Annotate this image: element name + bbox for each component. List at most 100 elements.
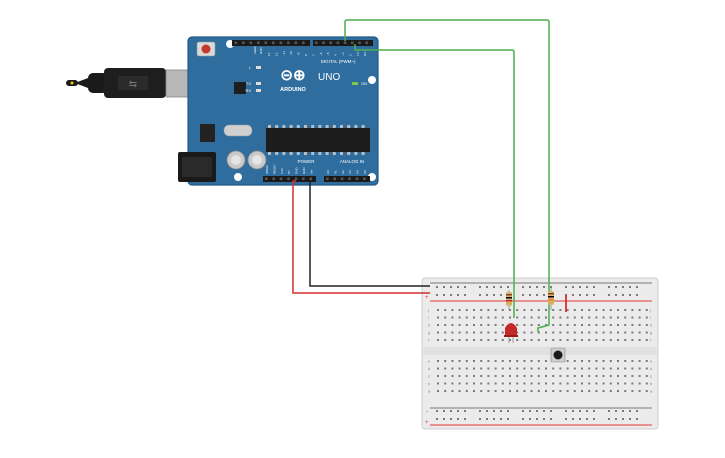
rail-hole <box>522 286 524 288</box>
rail-hole <box>593 286 595 288</box>
terminal-hole <box>523 382 526 385</box>
terminal-hole <box>638 390 641 392</box>
terminal-hole <box>465 339 468 341</box>
rail-hole <box>486 286 488 288</box>
terminal-hole <box>559 375 562 377</box>
terminal-hole <box>437 375 439 377</box>
terminal-hole <box>645 331 648 334</box>
terminal-hole <box>581 339 583 341</box>
rail-hole <box>450 410 452 412</box>
terminal-hole <box>602 324 605 326</box>
rail-hole <box>500 418 502 420</box>
on-led-label: ON <box>361 81 367 86</box>
analog-header[interactable] <box>324 176 370 182</box>
rail-hole <box>479 294 481 296</box>
terminal-hole <box>638 331 641 334</box>
rail-hole <box>486 418 488 420</box>
power-header-holes <box>265 177 366 181</box>
power-pin-label: GND <box>302 167 306 175</box>
terminal-hole <box>516 316 519 319</box>
resistor-button[interactable] <box>548 288 554 310</box>
terminal-hole <box>552 382 555 385</box>
resistor-led[interactable] <box>506 290 512 310</box>
usb-cable[interactable]: ⇆ <box>66 68 193 98</box>
arduino-uno-board[interactable]: L TX RX ⊝⊕ ARDUINO UNO ON DIGITAL (PWM~)… <box>178 36 379 186</box>
terminal-hole <box>451 324 454 326</box>
terminal-hole <box>473 309 475 311</box>
resistor-band <box>548 302 554 304</box>
rail-hole <box>629 410 631 412</box>
terminal-hole <box>631 367 634 370</box>
analog-pin-label: A1 <box>333 170 337 174</box>
rail-hole <box>572 418 574 420</box>
terminal-hole <box>617 390 619 392</box>
terminal-hole <box>545 367 547 370</box>
red-led[interactable] <box>504 323 518 343</box>
rail-hole <box>536 286 538 288</box>
terminal-hole <box>465 382 468 385</box>
terminal-hole <box>444 309 447 311</box>
terminal-hole <box>530 375 533 377</box>
terminal-hole <box>631 324 634 326</box>
terminal-hole <box>523 324 526 326</box>
terminal-hole <box>573 360 576 362</box>
rx-led-label: RX <box>245 88 251 93</box>
chip-pin <box>275 125 279 128</box>
terminal-hole <box>480 309 483 311</box>
crystal-oscillator <box>223 124 253 137</box>
terminal-hole <box>458 382 461 385</box>
rail-hole <box>436 418 438 420</box>
rail-hole <box>457 286 459 288</box>
rail-hole <box>457 410 459 412</box>
terminal-hole <box>523 309 526 311</box>
rail-hole <box>450 294 452 296</box>
digital-header-left[interactable] <box>232 40 310 46</box>
digital-pin-label: 12 <box>274 52 278 56</box>
push-button[interactable] <box>550 347 566 363</box>
wire-gnd-black[interactable] <box>309 181 430 287</box>
terminal-hole <box>487 324 490 326</box>
rail-hole <box>536 418 538 420</box>
terminal-hole <box>451 360 454 362</box>
gnd-pin-label: GND <box>259 47 263 55</box>
terminal-hole <box>473 339 475 341</box>
terminal-hole <box>559 331 562 334</box>
rail-hole <box>572 294 574 296</box>
wire-green-led[interactable] <box>354 44 515 318</box>
terminal-hole <box>595 331 598 334</box>
terminal-hole <box>480 390 483 392</box>
rail-hole <box>443 418 445 420</box>
terminal-hole <box>494 367 497 370</box>
terminal-hole <box>559 339 562 341</box>
wire-green-button[interactable] <box>344 19 550 332</box>
terminal-hole <box>437 331 439 334</box>
terminal-hole <box>602 316 605 319</box>
terminal-hole <box>566 331 569 334</box>
terminal-hole <box>473 390 475 392</box>
resistor-band <box>506 303 512 305</box>
chip-pin <box>311 152 315 155</box>
terminal-hole <box>545 360 547 362</box>
digital-pin-label: 7 <box>311 54 315 56</box>
terminal-hole <box>566 339 569 341</box>
terminal-hole <box>530 316 533 319</box>
rail-hole <box>493 410 495 412</box>
rail-hole <box>479 286 481 288</box>
rail-hole <box>572 286 574 288</box>
row-letter: c <box>650 374 652 379</box>
usb-cable-strain-relief <box>75 78 88 88</box>
digital-header-right[interactable] <box>313 40 373 46</box>
reset-button[interactable] <box>201 44 211 54</box>
terminal-hole <box>451 367 454 370</box>
rail-hole <box>500 286 502 288</box>
digital-pin-label: ~6 <box>319 52 323 56</box>
header-hole <box>302 177 305 181</box>
terminal-hole <box>465 324 468 326</box>
wire-5v-red[interactable] <box>292 180 430 294</box>
rail-hole <box>579 286 581 288</box>
terminal-hole <box>509 360 511 362</box>
rail-hole <box>443 294 445 296</box>
